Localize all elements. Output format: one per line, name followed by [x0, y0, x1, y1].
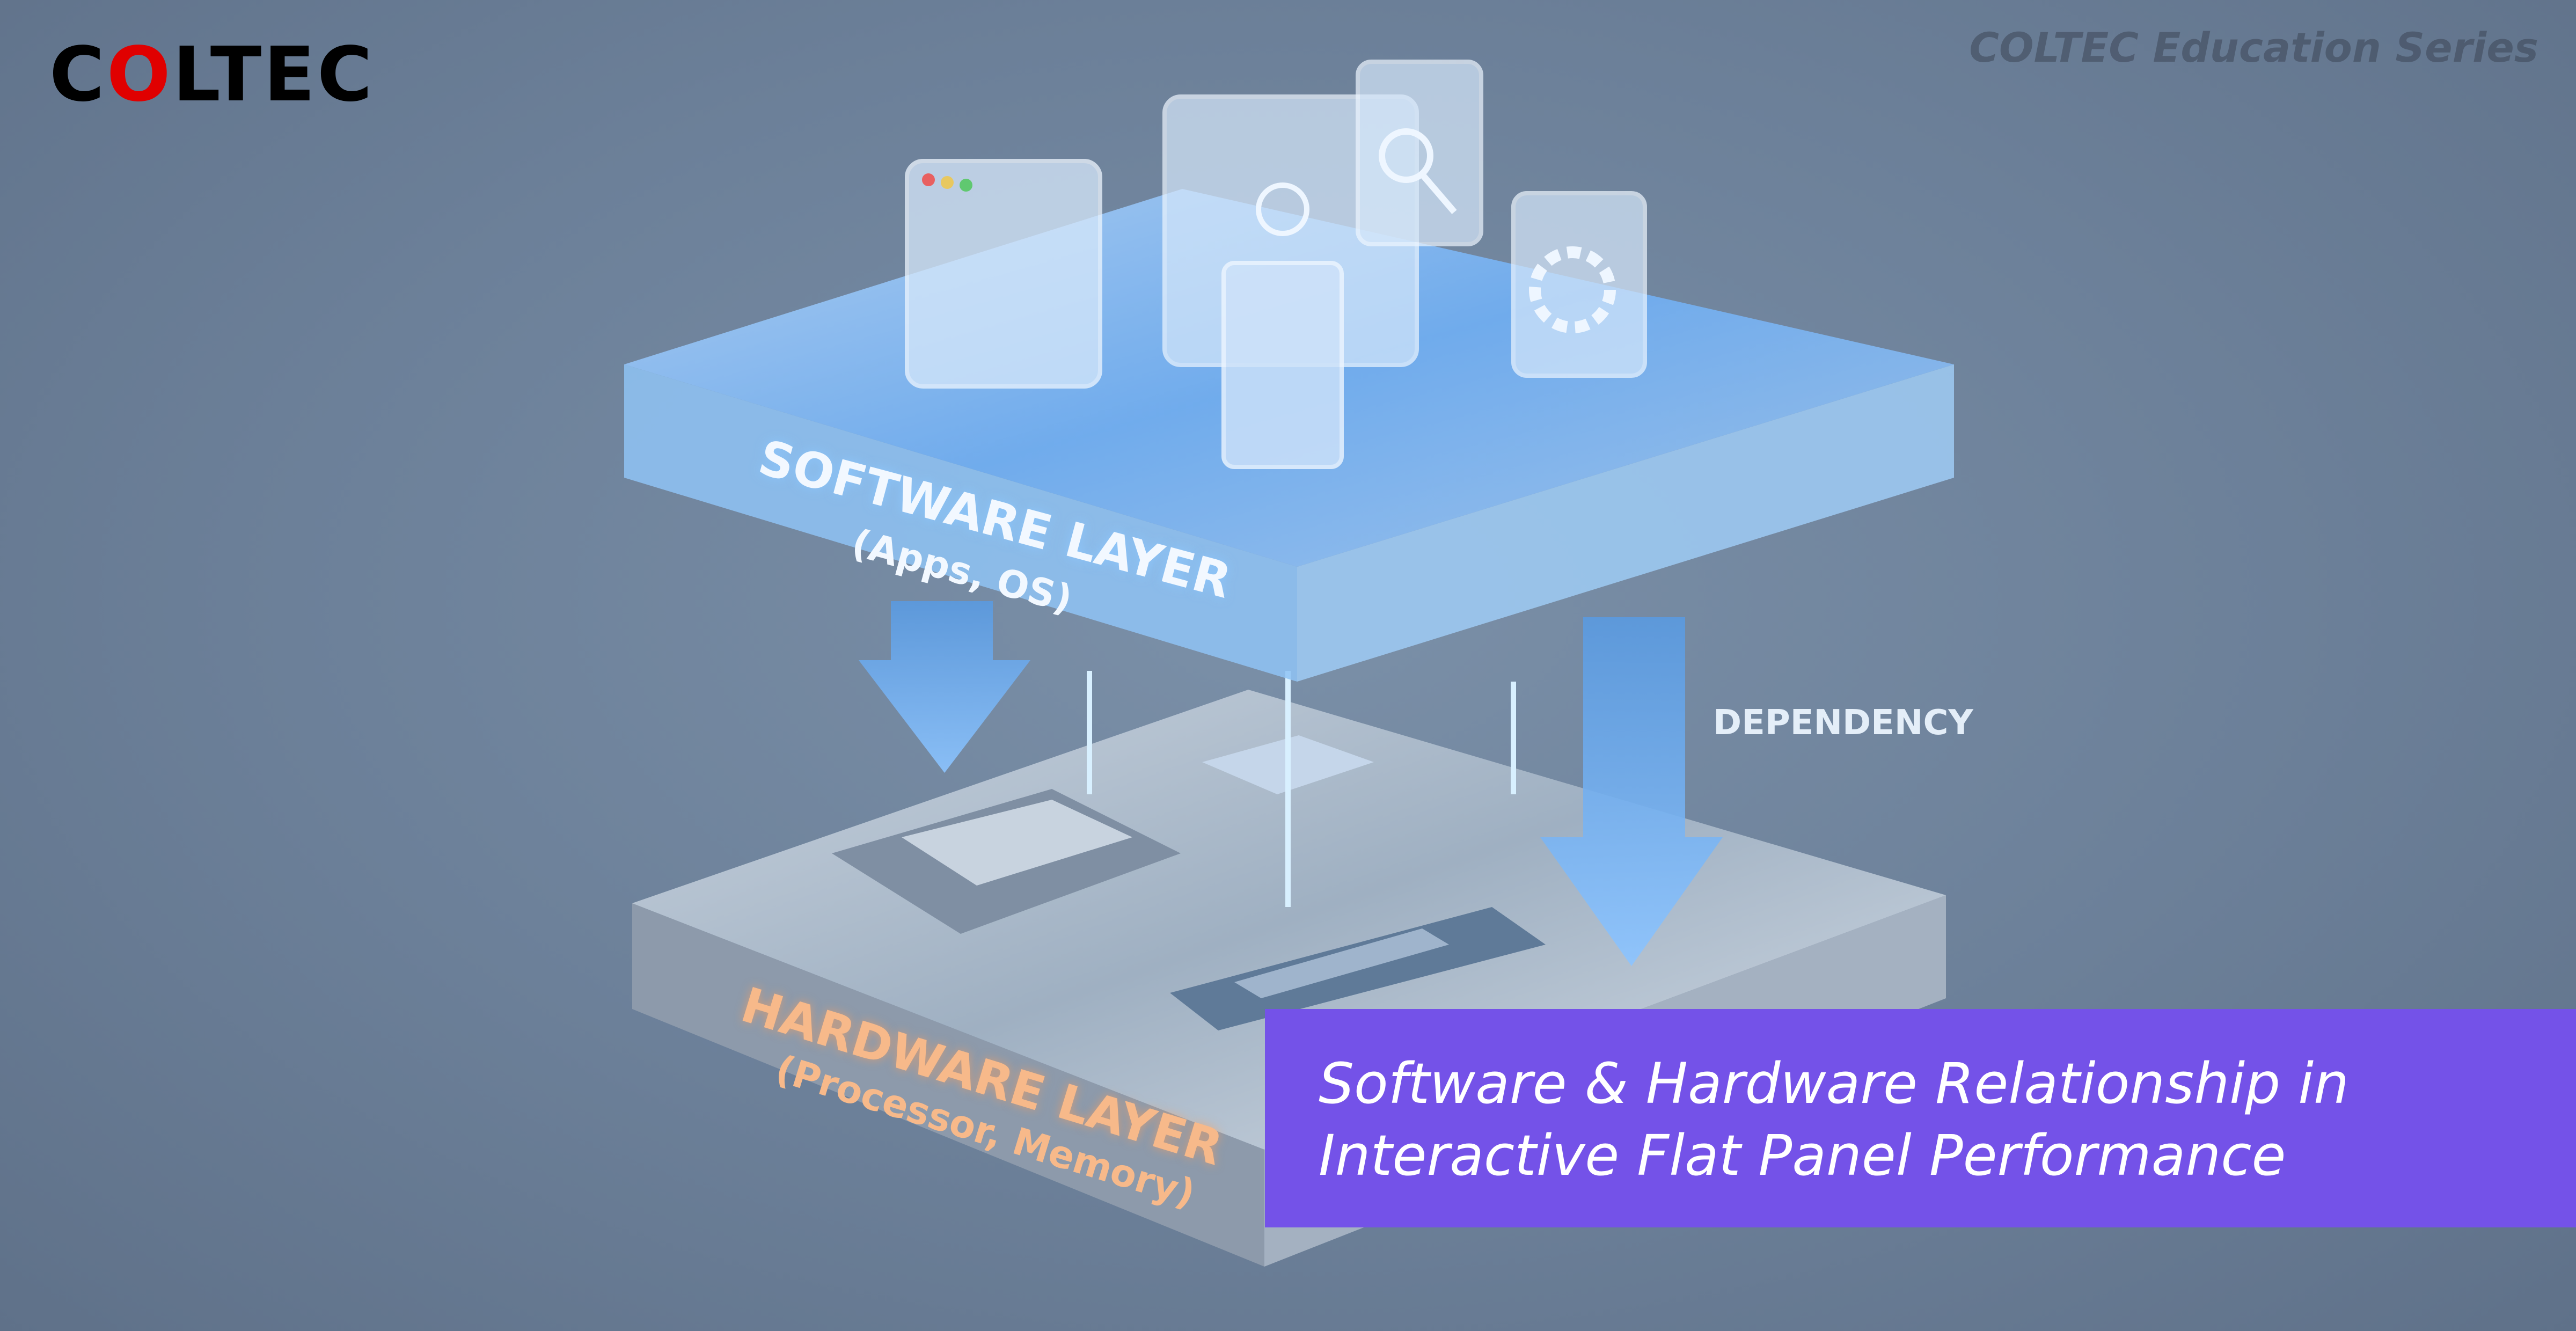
dependency-arrow-right [1540, 617, 1723, 966]
search-icon [1356, 60, 1483, 246]
banner-title-line-2: Interactive Flat Panel Performance [1319, 1123, 2286, 1188]
dependency-arrow-left [859, 601, 1030, 773]
title-banner: Software & Hardware Relationship in Inte… [1265, 1009, 2576, 1227]
dependency-label: DEPENDENCY [1713, 703, 1973, 743]
signal-lines [1087, 671, 1516, 907]
browser-window-icon [905, 159, 1102, 389]
processor-chip-icon [832, 789, 1181, 934]
coltec-logo: COLTEC [49, 31, 375, 119]
gear-icon [1511, 191, 1647, 378]
document-icon [1221, 261, 1344, 469]
memory-module-icon [1170, 907, 1546, 1030]
banner-title-line-1: Software & Hardware Relationship in [1319, 1051, 2350, 1116]
series-title: COLTEC Education Series [1969, 24, 2538, 71]
